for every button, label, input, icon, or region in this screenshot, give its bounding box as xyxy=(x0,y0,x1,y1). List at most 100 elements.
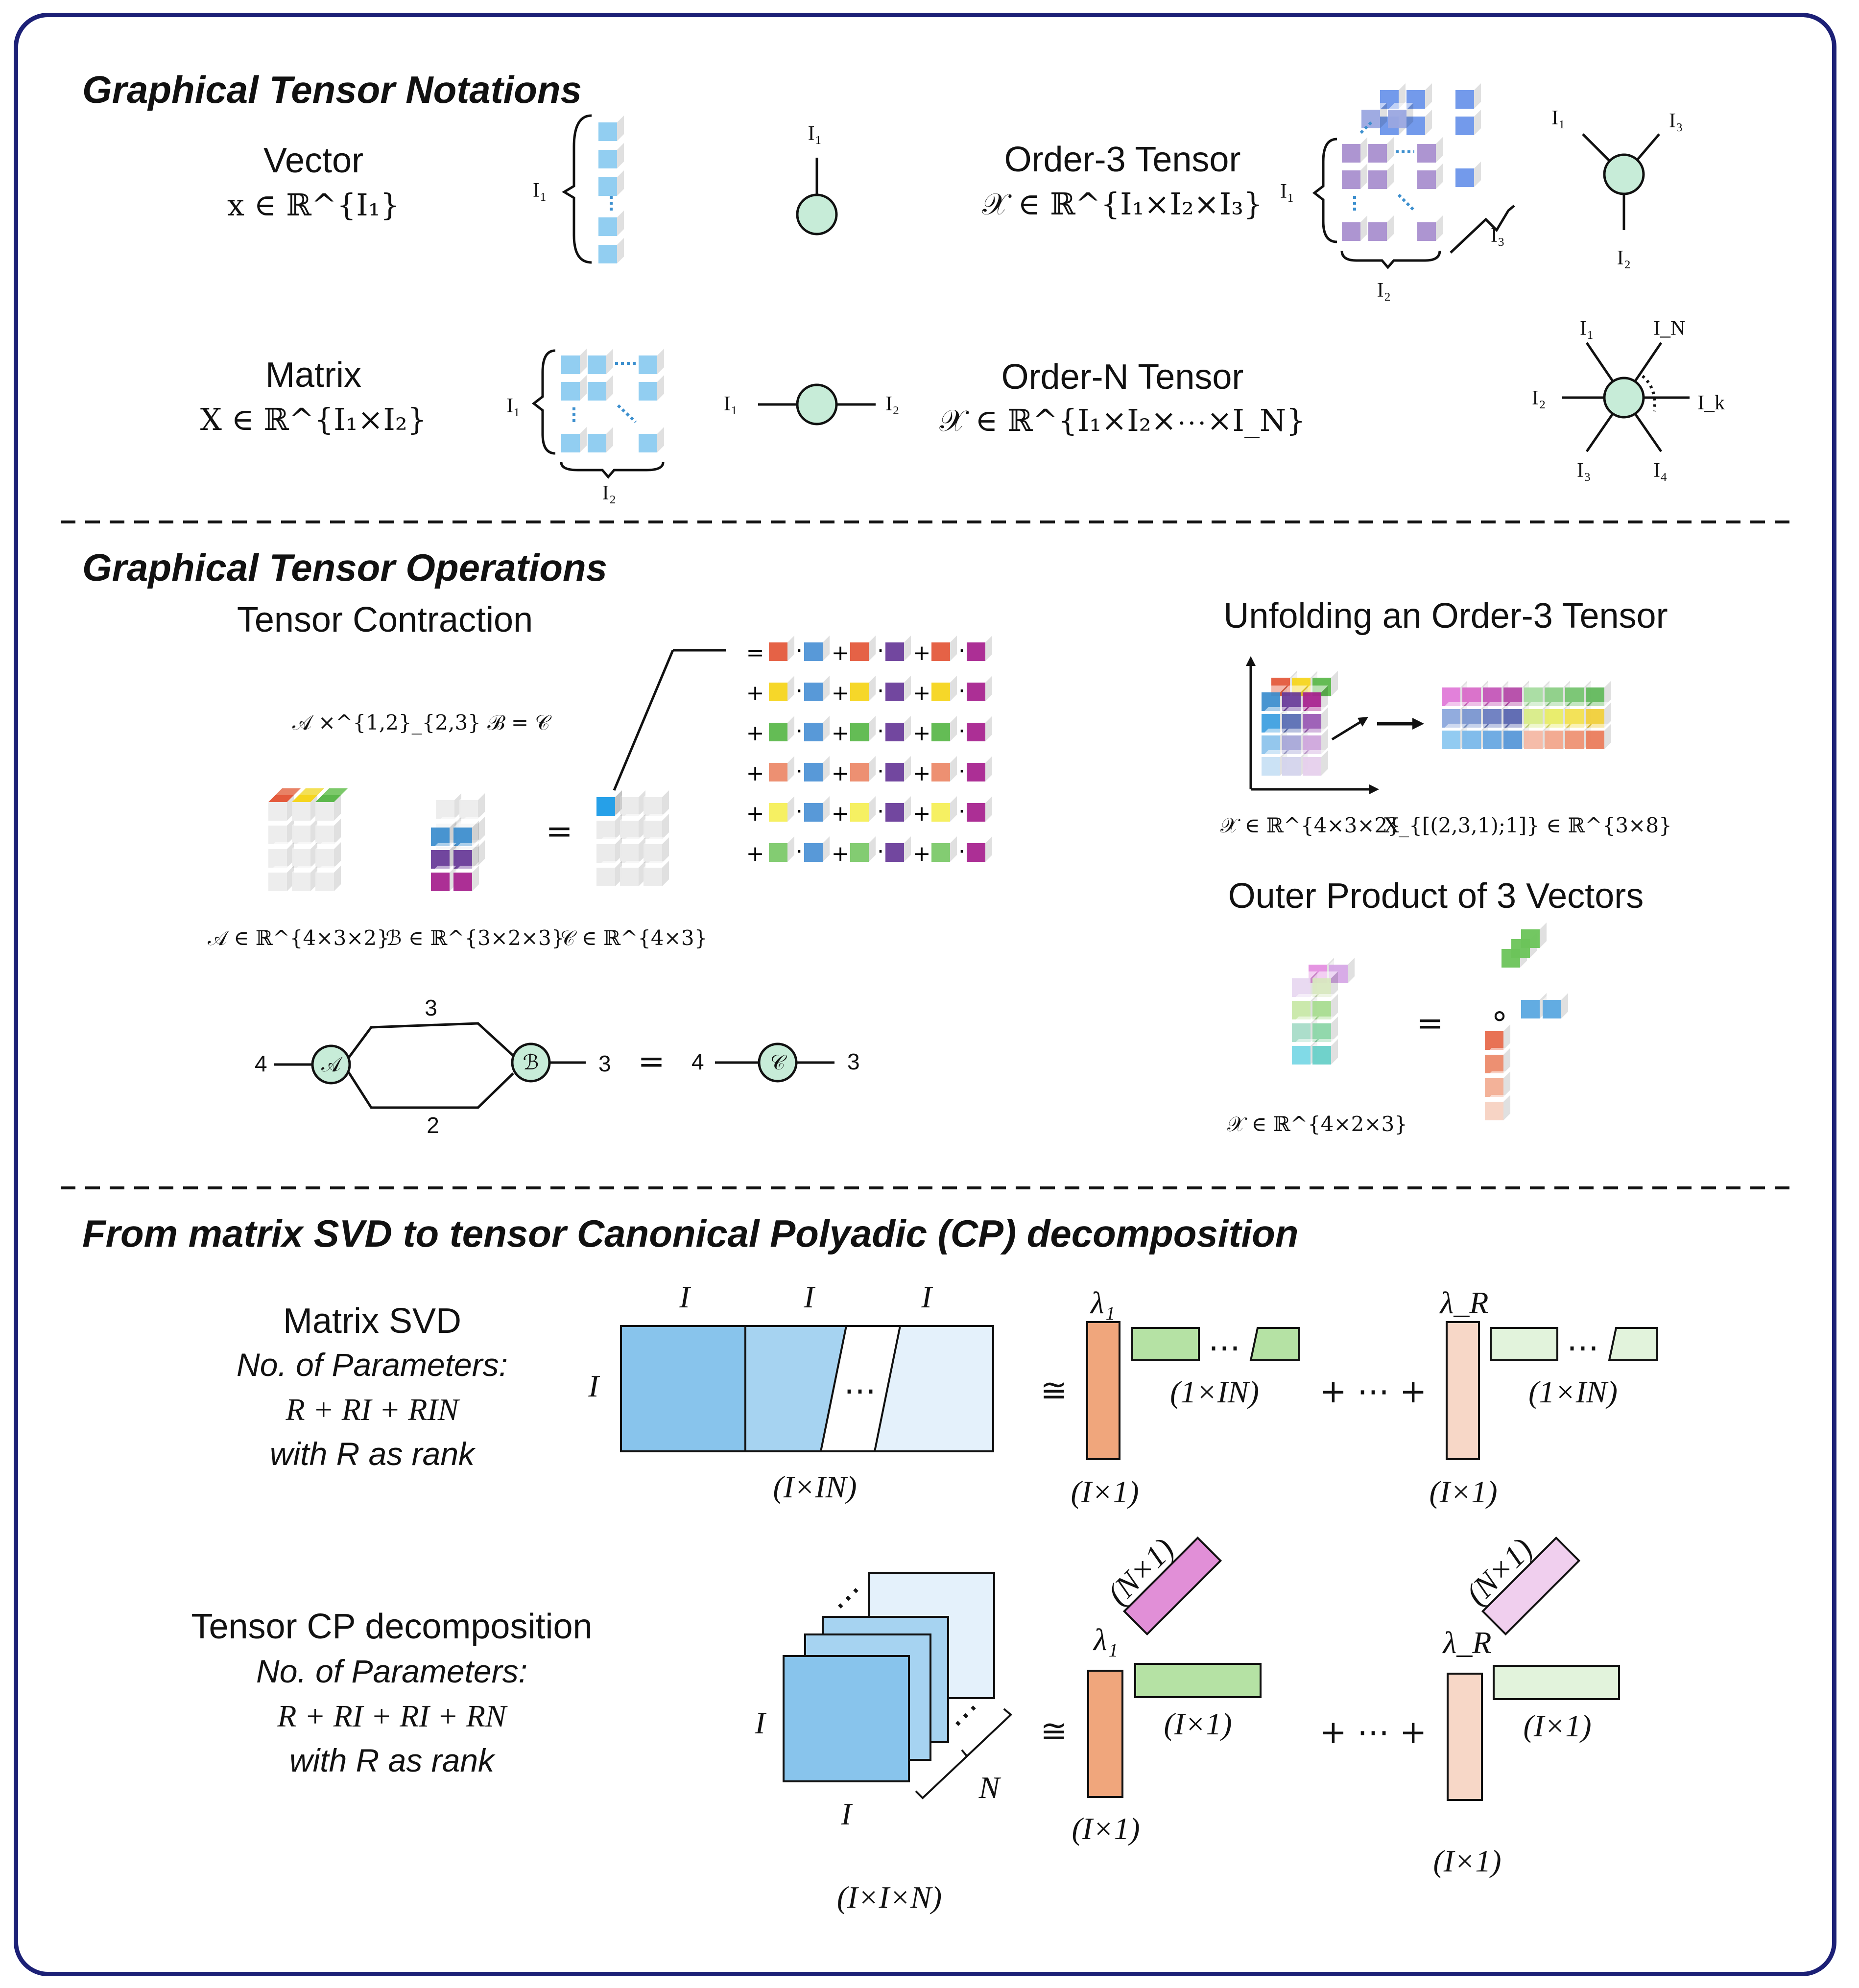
contraction-title: Tensor Contraction xyxy=(237,600,533,639)
vector-node-index: I₁ xyxy=(808,122,822,145)
graph-b-right-index: 3 xyxy=(598,1051,611,1076)
order3-node-index-2: I₂ xyxy=(1617,247,1631,269)
cp-col-1 xyxy=(1087,1670,1123,1798)
graph-edge-bottom xyxy=(347,1071,514,1109)
svd-approx: ≅ xyxy=(1040,1372,1067,1409)
contraction-equation: 𝒜 ×^{1,2}_{2,3} ℬ = 𝒞 xyxy=(292,710,551,734)
vector-formula: x ∈ ℝ^{I₁} xyxy=(227,187,400,223)
cp-approx: ≅ xyxy=(1040,1712,1067,1750)
svg-text:+: + xyxy=(913,681,931,706)
vector-cubes xyxy=(598,116,624,263)
order3-edge-3 xyxy=(1635,133,1660,163)
matrix-formula: X ∈ ℝ^{I₁×I₂} xyxy=(200,402,427,437)
svd-row-dim: I xyxy=(588,1369,600,1403)
svg-text:+: + xyxy=(746,801,764,826)
svd-unfolded-matrix xyxy=(620,1325,994,1452)
cp-params-label: No. of Parameters: xyxy=(256,1653,527,1689)
svd-row-Ra xyxy=(1490,1327,1558,1361)
graph-edge-top xyxy=(347,1022,514,1059)
svd-block-ellipsis: … xyxy=(844,1364,876,1401)
svd-lambda-1: λ₁ xyxy=(1090,1285,1115,1320)
svg-text:·: · xyxy=(877,759,884,784)
order3-node-index-3: I₃ xyxy=(1669,110,1683,132)
cp-col-R xyxy=(1447,1673,1483,1801)
order3-brace-depth xyxy=(1450,205,1515,254)
svg-text:·: · xyxy=(877,679,884,704)
matrix-brace-bottom xyxy=(560,462,665,479)
cp-col-R-size: (I×1) xyxy=(1433,1844,1501,1878)
graph-equals: = xyxy=(638,1042,665,1080)
tensor-c-cubes xyxy=(596,790,669,886)
svg-text:·: · xyxy=(958,839,965,864)
svg-text:+: + xyxy=(746,721,764,746)
unfolding-axes xyxy=(1246,656,1379,794)
svg-text:·: · xyxy=(796,759,803,784)
section-title-notations: Graphical Tensor Notations xyxy=(82,68,582,111)
cp-row-1 xyxy=(1134,1663,1262,1698)
matrix-brace-left xyxy=(531,349,556,455)
svg-text:+: + xyxy=(746,681,764,706)
matrix-cubes-index-bottom: I₂ xyxy=(602,482,617,504)
svg-text:·: · xyxy=(796,679,803,704)
outer-title: Outer Product of 3 Vectors xyxy=(1228,876,1644,916)
cp-tensor-size: (I×I×N) xyxy=(837,1880,942,1915)
contraction-sum-grid: =·+·+·+·+·+·+·+·+·+·+·+·+·+·+·+·+·+· xyxy=(746,636,992,866)
svg-text:+: + xyxy=(913,841,931,866)
svd-params-label: No. of Parameters: xyxy=(237,1347,508,1383)
cp-diag-R xyxy=(1481,1536,1581,1636)
outer-circ: ∘ xyxy=(1489,996,1509,1034)
order3-formula: 𝒳 ∈ ℝ^{I₁×I₂×I₃} xyxy=(982,186,1263,222)
svg-text:=: = xyxy=(746,640,764,665)
svg-text:+: + xyxy=(746,841,764,866)
svd-block-dim-1: I xyxy=(679,1279,691,1314)
tensor-b-label: ℬ ∈ ℝ^{3×2×3} xyxy=(386,926,565,950)
svd-row-1-size: (1×IN) xyxy=(1170,1374,1259,1409)
contraction-pointer-line xyxy=(613,650,674,791)
order3-node-index-1: I₁ xyxy=(1551,107,1566,129)
svd-row-R-size: (1×IN) xyxy=(1528,1374,1618,1409)
svg-text:·: · xyxy=(958,679,965,704)
svd-block-dim-3: I xyxy=(921,1279,933,1314)
svd-col-1 xyxy=(1086,1321,1120,1460)
cp-lambda-R: λ_R xyxy=(1442,1625,1492,1660)
cp-row-dim: I xyxy=(754,1705,766,1740)
svg-text:⋯: ⋯ xyxy=(823,1573,872,1622)
cp-stacked-tensor: ⋯ ⋯ xyxy=(783,1572,1012,1799)
outer-tensor-label: 𝒳 ∈ ℝ^{4×2×3} xyxy=(1227,1112,1407,1136)
graph-node-a-label: 𝒜 xyxy=(321,1052,343,1076)
svg-text:+: + xyxy=(832,721,850,746)
svd-lambda-R: λ_R xyxy=(1439,1285,1489,1320)
svg-text:+: + xyxy=(913,801,931,826)
graph-top-index: 3 xyxy=(425,995,437,1020)
cp-row-R-size: (I×1) xyxy=(1523,1708,1591,1743)
svg-text:·: · xyxy=(796,639,803,663)
graph-node-c-label: 𝒞 xyxy=(770,1050,787,1074)
cp-rank-note: with R as rank xyxy=(289,1742,496,1778)
svg-text:·: · xyxy=(877,719,884,744)
outer-tensor-cubes xyxy=(1292,958,1355,1065)
svd-col-1-size: (I×1) xyxy=(1071,1474,1139,1509)
orderN-index-3: I₃ xyxy=(1577,459,1591,482)
svg-text:+: + xyxy=(913,761,931,786)
svg-text:+: + xyxy=(913,721,931,746)
cp-diag-1 xyxy=(1122,1536,1222,1636)
svg-text:+: + xyxy=(832,681,850,706)
contraction-equals: = xyxy=(546,812,572,850)
order3-cubes-index-2: I₂ xyxy=(1377,279,1391,302)
unfolding-matrix-cubes xyxy=(1442,681,1611,749)
unfolding-title: Unfolding an Order-3 Tensor xyxy=(1223,596,1668,636)
order3-brace-left xyxy=(1312,138,1337,243)
order3-cubes-index-3: I₃ xyxy=(1491,224,1505,247)
orderN-index-1: I₁ xyxy=(1580,317,1594,340)
svd-params: R + RI + RIN xyxy=(286,1392,460,1427)
unfolding-matrix-label: X_{[(2,3,1);1]} ∈ ℝ^{3×8} xyxy=(1384,813,1672,837)
unfolding-tensor-cubes xyxy=(1262,671,1338,776)
svd-row-Rb xyxy=(1608,1327,1658,1361)
order3-cubes-index-1: I₁ xyxy=(1280,180,1294,203)
figure-frame xyxy=(14,13,1836,1976)
graph-bottom-index: 2 xyxy=(427,1112,439,1138)
vector-cubes-index: I₁ xyxy=(533,179,547,202)
vector-node xyxy=(796,193,838,236)
vector-brace xyxy=(562,114,592,264)
